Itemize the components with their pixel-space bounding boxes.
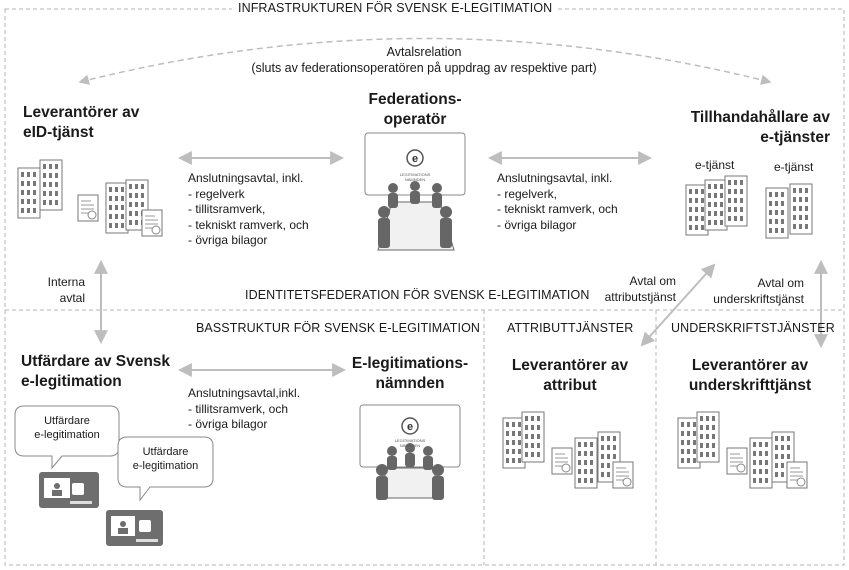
infrastructure-frame [4,8,845,566]
bubble-2-text: Utfärdare e-legitimation [118,445,213,474]
internal-agreement-label: Interna avtal [25,275,85,306]
service-providers-line-1: Tillhandahållare av [690,109,830,126]
signature-suppliers-heading: Leverantörer av underskrifttjänst [670,356,830,396]
connection-left-item: - tillitsramverk, [188,202,266,217]
section-attribut: ATTRIBUTTJÄNSTER [507,321,634,335]
connection-left-list: Anslutningsavtal, inkl. - regelverk - ti… [188,171,309,249]
eid-suppliers-heading: Leverantörer av eID-tjänst [23,103,139,143]
connection-left-item: - tekniskt ramverk, och [188,217,309,232]
eid-suppliers-line-2: eID-tjänst [23,124,94,142]
bubble-1-text: Utfärdare e-legitimation [15,414,119,443]
board-heading: E-legitimations- nämnden [340,354,480,394]
connection-right-title: Anslutningsavtal, inkl. [497,171,613,185]
connection-left-item: - regelverk [188,186,245,201]
agreement-relation-subtitle: (sluts av federationsoperatören på uppdr… [251,61,597,75]
issuers-heading: Utfärdare av Svensk e-legitimation [21,352,170,392]
speech-bubble-2 [117,436,214,502]
federation-operator-line-1: Federations- [368,91,462,108]
board-line-1: E-legitimations- [351,355,469,372]
signature-suppliers-line-2: underskrifttjänst [688,377,812,395]
board-line-2: nämnden [375,375,445,393]
section-underskrift: UNDERSKRIFTSTJÄNSTER [671,321,835,335]
issuers-line-1: Utfärdare av Svensk [21,353,171,370]
connection-bottom-title: Anslutningsavtal,inkl. [188,386,301,400]
bubble-2-line-1: Utfärdare [142,446,189,458]
signature-agreement-line-1: Avtal om [757,276,804,290]
bubble-1-line-2: e-legitimation [34,429,100,442]
bubble-2-line-2: e-legitimation [132,460,199,473]
etjanst-label-2: e-tjänst [774,160,814,174]
connection-right-list: Anslutningsavtal, inkl. - regelverk, - t… [497,171,618,233]
attribute-suppliers-line-1: Leverantörer av [511,357,629,374]
attribute-agreement-line-2: attributstjänst [604,289,676,304]
speech-bubble-1 [14,405,120,470]
internal-agreement-line-2: avtal [59,290,85,305]
signature-supplier-buildings-icon [677,411,808,489]
board-logo-caption-2: NÄMNDEN [400,443,420,448]
service-providers-heading: Tillhandahållare av e-tjänster [650,108,830,148]
federation-logo-icon: e [412,153,418,165]
federation-operator-line-2: operatör [383,111,447,129]
federation-logo-caption: LEGITIMATIONS [400,172,431,177]
federation-logo-caption-2: NÄMNDEN [405,177,425,182]
service-provider-buildings-icon [685,175,813,239]
attribute-agreement-label: Avtal om attributstjänst [590,274,676,305]
connection-bottom-item: - tillitsramverk, och [188,401,289,416]
connection-right-item: - tekniskt ramverk, och [497,202,618,217]
id-card-2-icon [106,510,163,546]
attribute-supplier-buildings-icon [502,411,634,489]
agreement-arc [78,37,772,85]
connection-bottom-item: - övriga bilagor [188,417,268,432]
federation-operator-heading: Federations- operatör [355,90,475,130]
internal-agreement-line-1: Interna [47,275,85,289]
attribute-agreement-line-1: Avtal om [629,274,676,288]
id-card-1-icon [39,472,99,508]
section-basstruktur: BASSTRUKTUR FÖR SVENSK E-LEGITIMATION [196,321,481,335]
section-federation: IDENTITETSFEDERATION FÖR SVENSK E-LEGITI… [245,288,590,302]
board-logo-caption: LEGITIMATIONS [395,438,426,443]
connection-right-item: - regelverk, [497,186,558,201]
board-meeting-icon [359,404,461,500]
signature-suppliers-line-1: Leverantörer av [691,357,809,374]
connection-right-item: - övriga bilagor [497,217,577,232]
attribute-suppliers-line-2: attribut [543,377,597,395]
connection-left-title: Anslutningsavtal, inkl. [188,171,304,185]
issuers-line-2: e-legitimation [21,373,122,391]
arrow-attribute-agreement [640,263,716,347]
eid-suppliers-line-1: Leverantörer av [23,104,140,121]
signature-agreement-label: Avtal om underskriftstjänst [700,276,804,307]
section-infrastructure: INFRASTRUKTUREN FÖR SVENSK E-LEGITIMATIO… [232,1,559,16]
board-logo-icon: e [407,421,413,433]
agreement-relation-title: Avtalsrelation [386,45,462,59]
eid-supplier-buildings-icon [17,159,163,237]
etjanst-label-1: e-tjänst [695,158,735,172]
bubble-1-line-1: Utfärdare [44,415,90,427]
federation-meeting-icon [364,132,466,251]
service-providers-line-2: e-tjänster [760,129,830,147]
attribute-suppliers-heading: Leverantörer av attribut [495,356,645,396]
signature-agreement-line-2: underskriftstjänst [713,291,804,306]
connection-left-item: - övriga bilagor [188,233,268,248]
connection-bottom-list: Anslutningsavtal,inkl. - tillitsramverk,… [188,386,300,433]
